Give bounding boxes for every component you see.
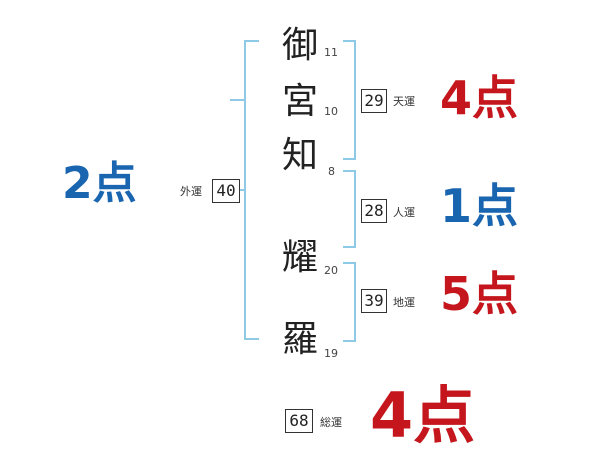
souun-score: 4点: [370, 379, 476, 452]
tenun-score: 4点: [440, 71, 519, 125]
name-character: 耀: [281, 237, 318, 278]
name-character: 御: [281, 25, 318, 66]
chiun-label: 地運: [393, 296, 415, 309]
name-character: 羅: [281, 319, 318, 360]
chiun-score: 5点: [440, 267, 519, 321]
souun-value-box: 68: [285, 409, 313, 433]
stroke-count: 11: [324, 46, 338, 59]
stroke-count: 10: [324, 105, 338, 118]
chiun-value-box: 39: [361, 289, 387, 313]
name-character: 宮: [281, 81, 318, 122]
tenun-label: 天運: [393, 95, 415, 108]
gaiun-label: 外運: [180, 185, 202, 198]
stroke-count: 19: [324, 347, 338, 360]
stroke-count: 8: [328, 165, 335, 178]
souun-label: 総運: [320, 416, 342, 429]
name-character: 知: [281, 135, 318, 176]
gaiun-value-box: 40: [212, 179, 240, 203]
jinun-score: 1点: [440, 179, 519, 233]
tenun-value-box: 29: [361, 89, 387, 113]
jinun-label: 人運: [393, 206, 415, 219]
stroke-count: 20: [324, 264, 338, 277]
jinun-value-box: 28: [361, 199, 387, 223]
gaiun-score: 2点: [62, 158, 137, 209]
